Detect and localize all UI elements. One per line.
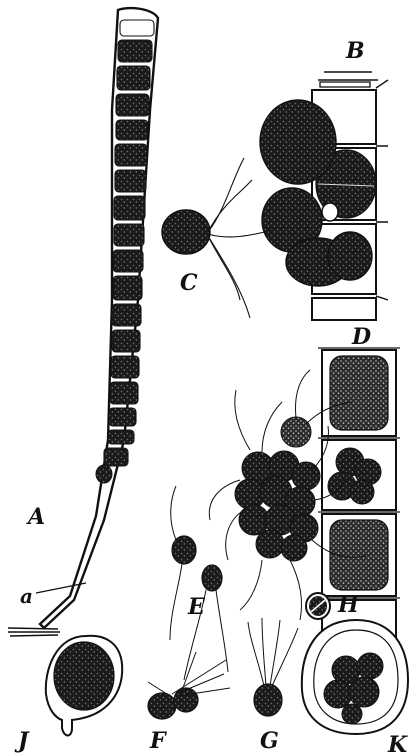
label-g: G xyxy=(260,728,279,754)
filament-cell xyxy=(114,196,145,220)
figure-c-zoospore xyxy=(162,158,272,318)
figure-e-zoospores xyxy=(170,486,228,680)
filament-basal-cell xyxy=(96,465,112,483)
filament-cell xyxy=(108,430,134,444)
figure-b-filament-cells xyxy=(260,72,388,320)
figure-k-cyst xyxy=(302,620,408,734)
filament-cell xyxy=(112,304,141,326)
label-f: F xyxy=(149,728,167,754)
filament-cell xyxy=(116,120,148,140)
figure-h-spore xyxy=(306,593,330,619)
filament-cell xyxy=(116,94,149,116)
filament-cell xyxy=(118,40,152,62)
filament-cell xyxy=(111,356,139,378)
figure-g-zoospore xyxy=(248,618,298,716)
filament-cell xyxy=(117,66,150,90)
filament-cells xyxy=(96,20,154,483)
label-a-lower: a xyxy=(20,584,33,608)
figure-j-oospore xyxy=(46,636,122,736)
label-c: C xyxy=(180,270,198,296)
filament-cell xyxy=(112,330,140,352)
label-a-upper: A xyxy=(26,504,45,530)
figure-d-filament-release xyxy=(209,348,400,646)
label-k: K xyxy=(387,732,408,755)
filament-cell xyxy=(110,382,138,404)
figure-f-zoospores xyxy=(148,652,230,719)
filament-cell xyxy=(120,20,154,36)
filament-cell xyxy=(113,250,143,272)
filament-cell xyxy=(113,276,142,300)
label-d: D xyxy=(351,324,371,350)
filament-cell xyxy=(115,170,146,192)
filament-cell xyxy=(104,448,128,466)
label-h: H xyxy=(337,592,360,618)
figure-a-filament xyxy=(8,8,158,636)
label-j: J xyxy=(14,728,30,754)
label-e: E xyxy=(187,594,206,620)
filament-cell xyxy=(114,224,144,246)
label-b: B xyxy=(345,38,365,64)
filament-cell xyxy=(115,144,147,166)
filament-cell xyxy=(109,408,136,426)
